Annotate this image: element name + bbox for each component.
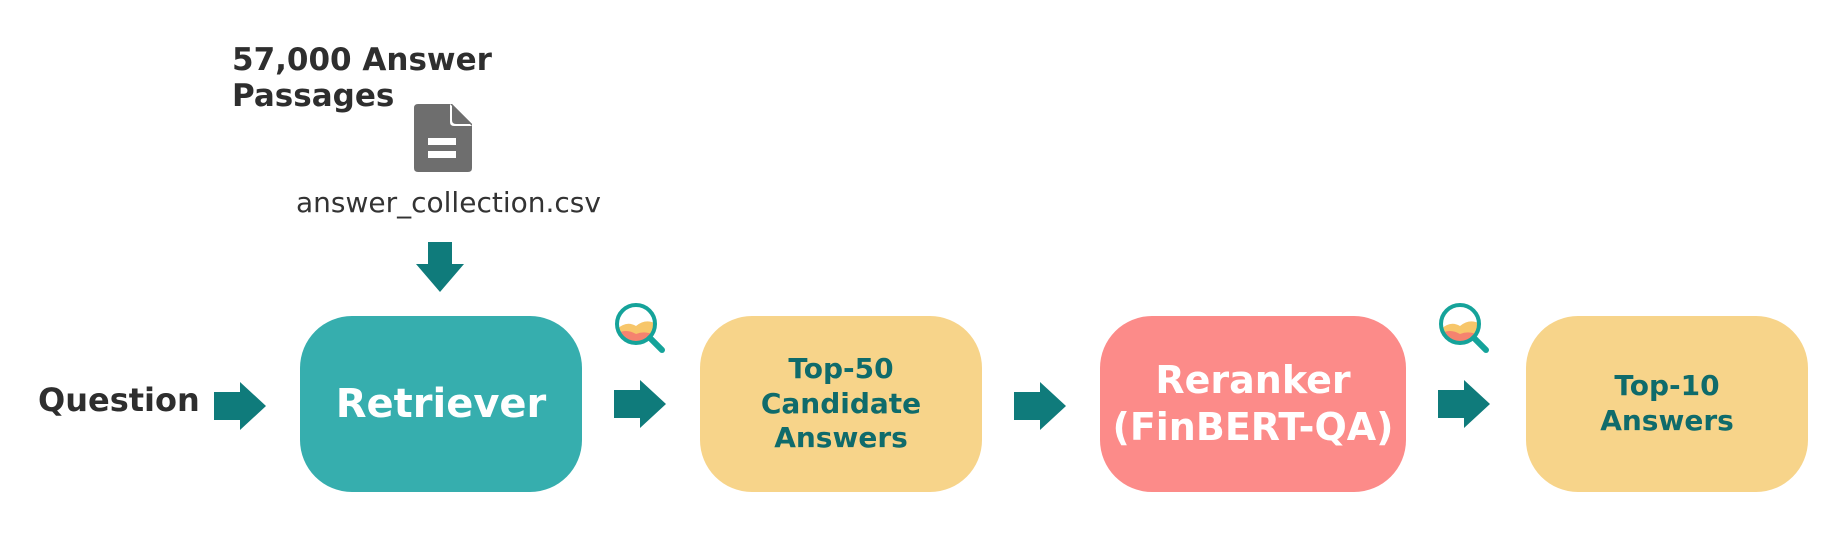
final-answers-box: Top-10 Answers xyxy=(1526,316,1808,492)
retriever-box: Retriever xyxy=(300,316,582,492)
candidate-line-2: Candidate xyxy=(760,386,922,420)
reranker-line-2: (FinBERT-QA) xyxy=(1112,405,1394,449)
candidate-line-3: Answers xyxy=(774,421,908,455)
answers-line-2: Answers xyxy=(1600,404,1734,437)
collection-title: 57,000 Answer Passages xyxy=(232,42,492,114)
arrow-right-icon xyxy=(1438,380,1490,428)
retriever-label: Retriever xyxy=(335,381,547,427)
arrow-right-icon xyxy=(214,382,266,430)
answers-line-1: Top-10 xyxy=(1614,369,1720,403)
magnifier-icon xyxy=(1439,303,1489,353)
reranker-line-1: Reranker xyxy=(1155,357,1351,402)
reranker-box: Reranker (FinBERT-QA) xyxy=(1100,316,1406,492)
candidate-line-1: Top-50 xyxy=(788,351,894,385)
arrow-right-icon xyxy=(1014,382,1066,430)
document-icon xyxy=(414,104,472,172)
arrow-down-icon xyxy=(416,242,464,292)
arrow-right-icon xyxy=(614,380,666,428)
candidate-answers-box: Top-50 Candidate Answers xyxy=(700,316,982,492)
magnifier-icon xyxy=(615,303,665,353)
collection-filename: answer_collection.csv xyxy=(296,186,601,219)
question-label: Question xyxy=(38,381,200,419)
